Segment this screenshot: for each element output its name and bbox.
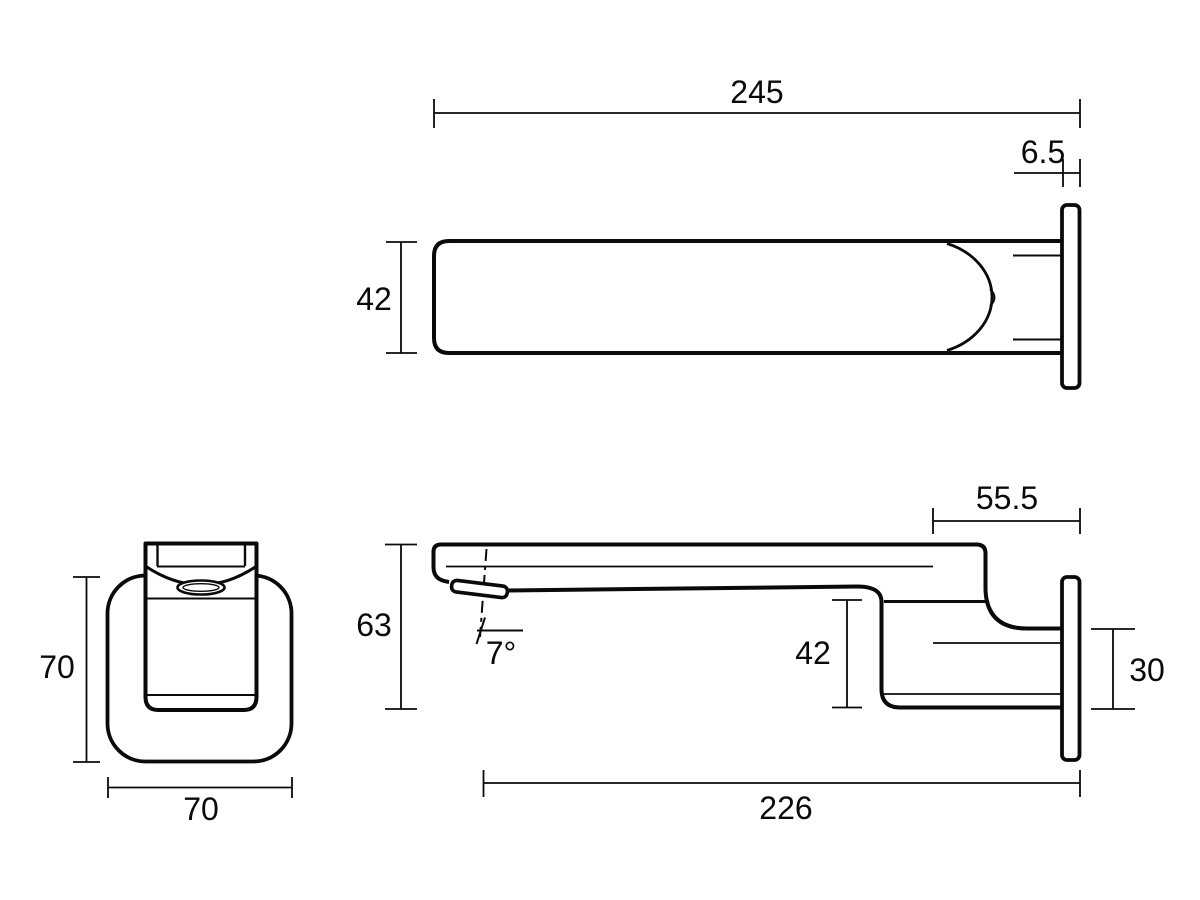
front-aerator-inner — [182, 583, 220, 593]
side-wall-plate — [1060, 575, 1082, 762]
dim-overall-length-label: 245 — [730, 74, 783, 110]
dim-overall-length: 245 — [433, 74, 1081, 128]
front-view: 70 70 — [39, 541, 294, 827]
dim-outlet-angle: 7° — [475, 617, 523, 671]
side-underside-step — [856, 584, 884, 603]
dim-outlet-projection-label: 226 — [759, 790, 812, 826]
dim-wall-plate-thickness-label: 6.5 — [1021, 134, 1065, 170]
dim-outlet-angle-label: 7° — [486, 635, 517, 671]
dim-body-drop: 42 — [795, 599, 862, 709]
dim-inlet-stub-height-label: 30 — [1129, 652, 1165, 688]
dim-plate-width-label: 70 — [183, 791, 219, 827]
dim-rear-section-length: 55.5 — [932, 480, 1081, 534]
dim-outlet-projection: 226 — [482, 770, 1081, 826]
dim-spout-width-label: 42 — [356, 281, 392, 317]
side-view: 7° 63 55.5 42 — [356, 480, 1165, 826]
side-support-leg — [879, 602, 1062, 710]
front-aerator-outer — [176, 579, 226, 596]
dim-overall-height: 63 — [356, 543, 417, 710]
dim-plate-height: 70 — [39, 576, 100, 763]
dim-overall-height-label: 63 — [356, 607, 392, 643]
dim-plate-width: 70 — [107, 777, 293, 827]
side-blade-outline — [431, 542, 1062, 631]
dim-plate-height-label: 70 — [39, 649, 75, 685]
front-spout-body — [143, 541, 259, 712]
plan-aerator-nub — [989, 288, 996, 307]
side-tip-curve — [431, 566, 450, 584]
angle-leg-line — [475, 617, 486, 645]
plan-wall-plate — [1060, 203, 1082, 390]
side-blade-underside — [507, 584, 858, 593]
plan-spout-body-outline — [432, 239, 1062, 355]
plan-blade-end-arc — [946, 242, 994, 352]
dim-inlet-stub-height: 30 — [1091, 628, 1165, 710]
dim-wall-plate-thickness: 6.5 — [1014, 134, 1081, 187]
plan-view: 245 6.5 42 — [356, 74, 1082, 390]
side-outlet-nozzle — [449, 578, 510, 600]
dim-body-drop-label: 42 — [795, 635, 831, 671]
dim-spout-width: 42 — [356, 241, 417, 354]
dim-rear-section-length-label: 55.5 — [976, 480, 1038, 516]
